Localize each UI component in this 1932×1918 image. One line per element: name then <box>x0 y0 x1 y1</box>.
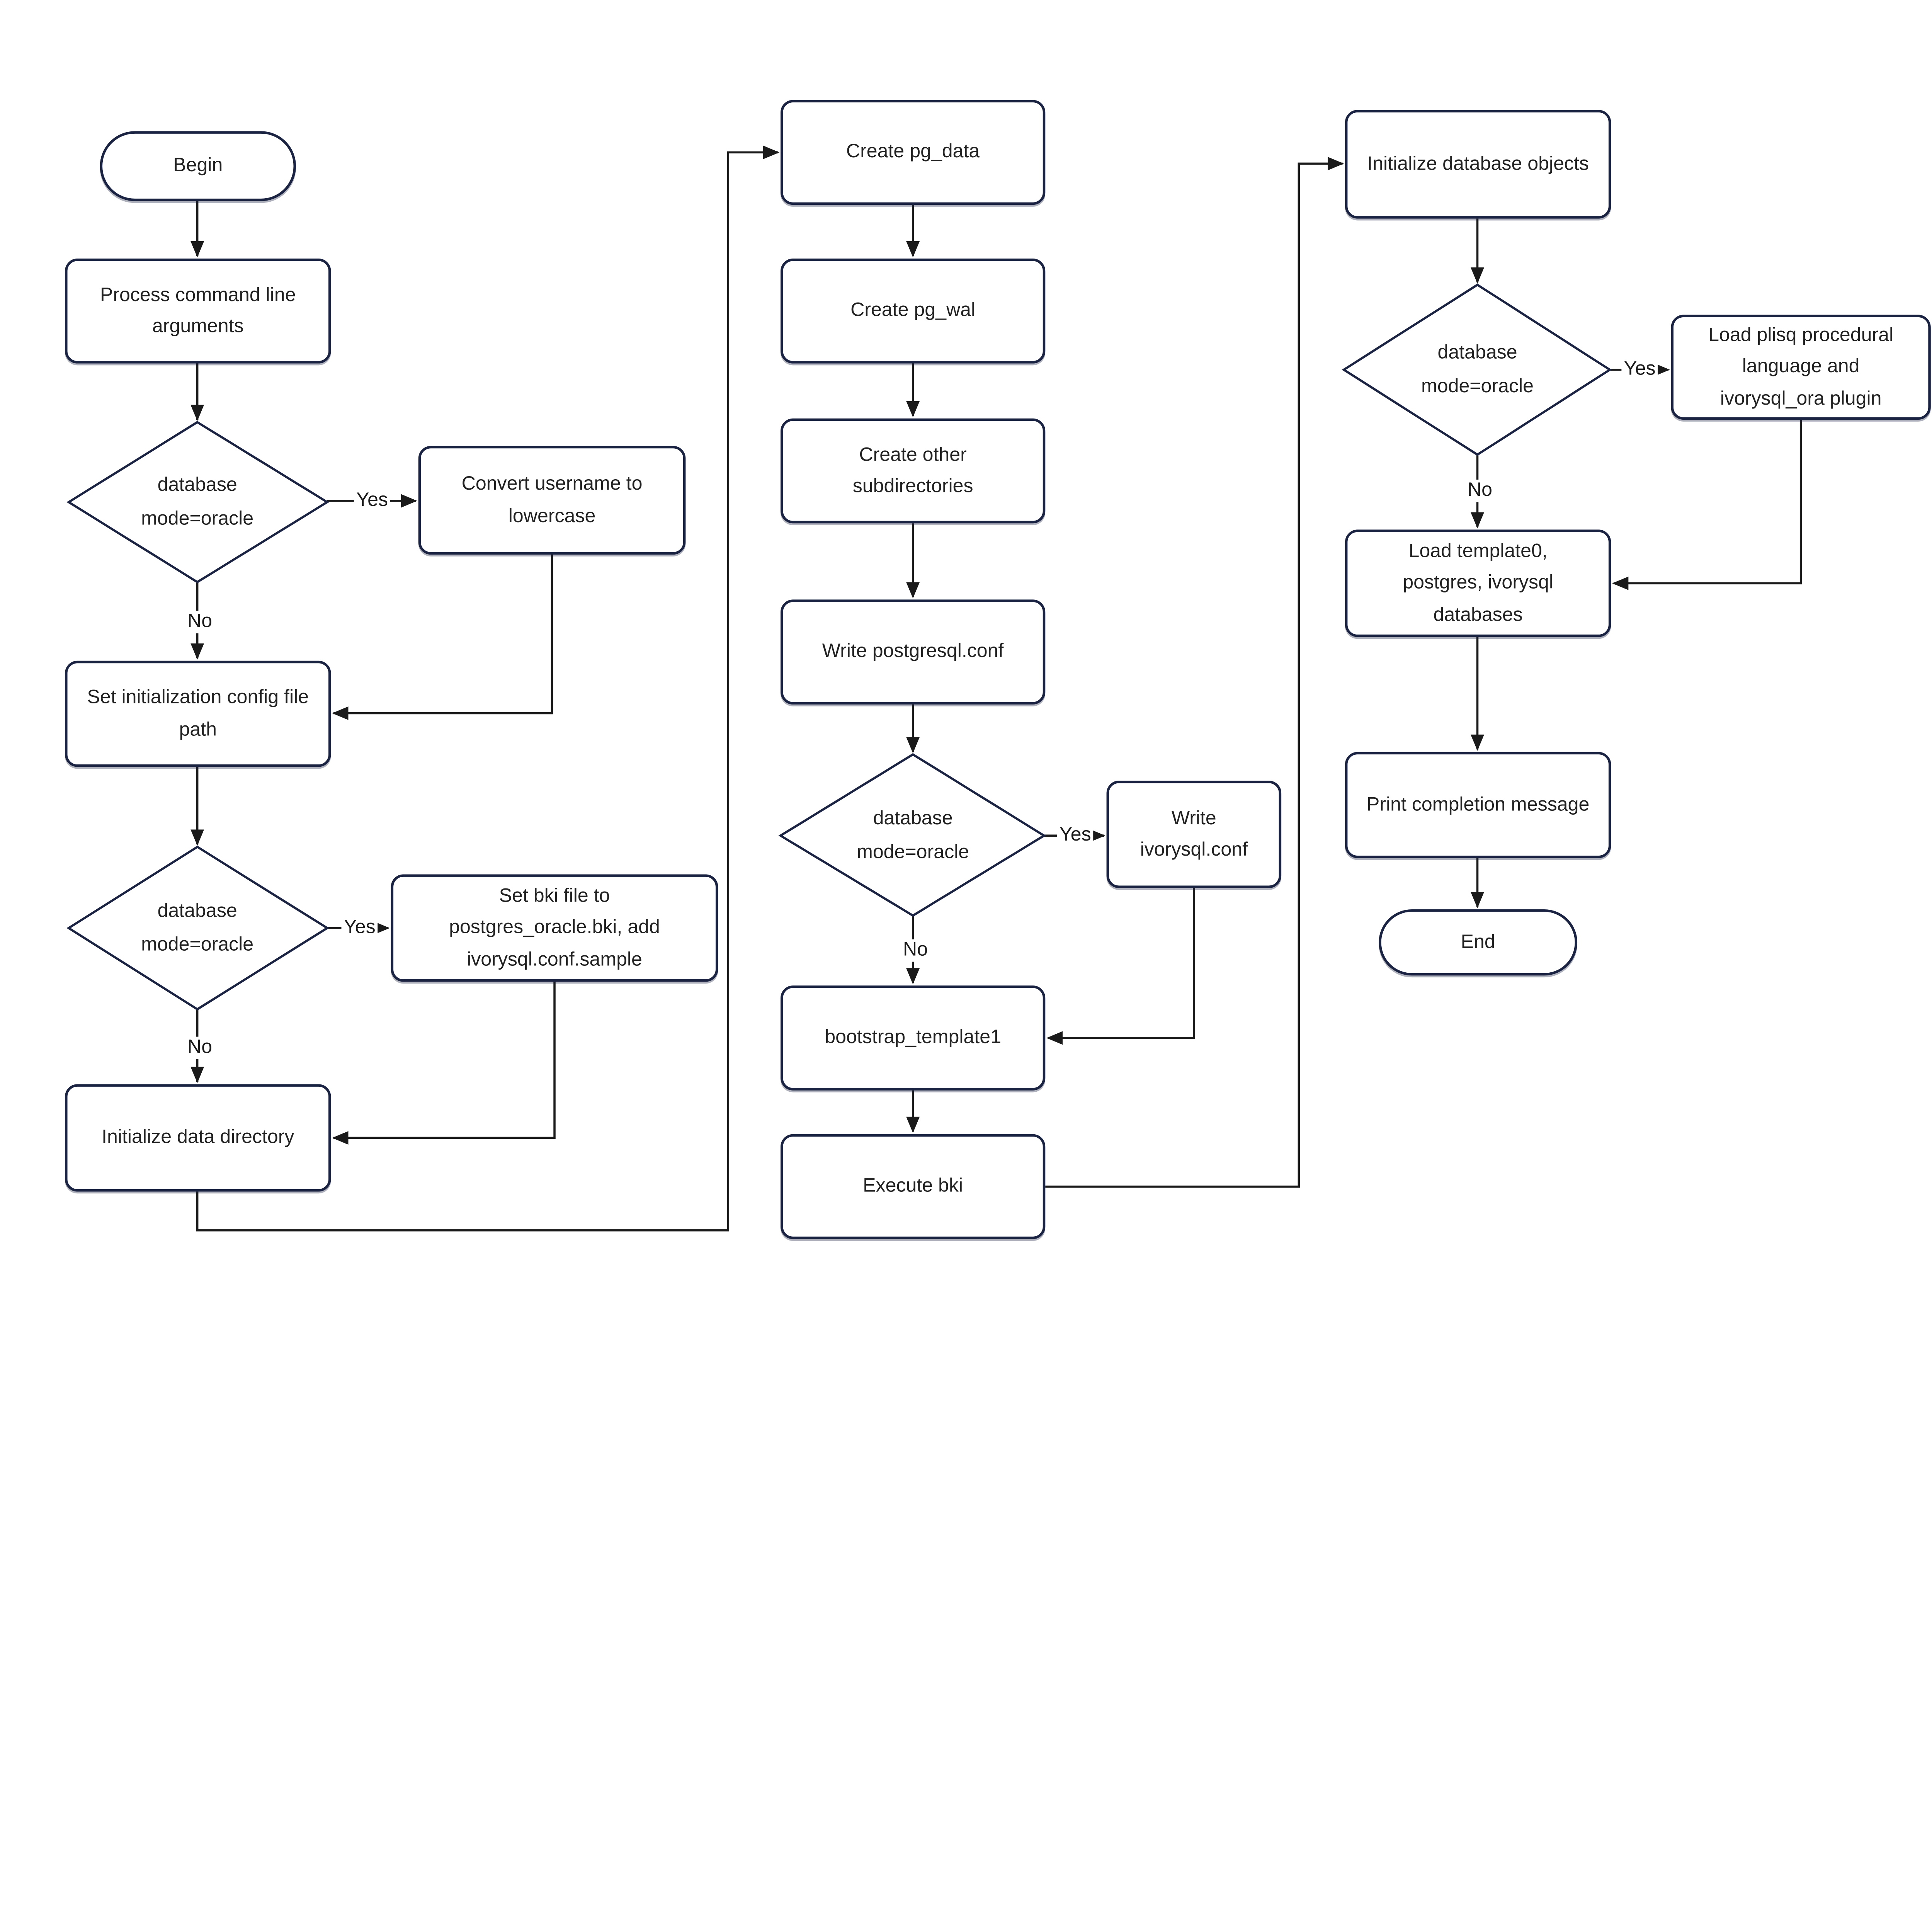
node-init-data-dir: Initialize data directory <box>65 1084 331 1192</box>
node-create-other-subdirs: Create other subdirectories <box>781 418 1046 524</box>
edge-label-decision3-no: No <box>900 939 930 962</box>
node-load-plisq-plugin: Load plisq procedural language and ivory… <box>1671 315 1931 420</box>
node-label: Convert username to lowercase <box>461 474 643 527</box>
flowchart-canvas: Begin Process command line arguments dat… <box>65 100 1931 1239</box>
edge-load-plisq-plugin-to-load-databases <box>1612 419 1802 590</box>
decision-database-mode-3 <box>778 753 1046 917</box>
node-set-init-config: Set initialization config file path <box>65 660 331 767</box>
edge-init-data-dir-to-create-pg-data <box>196 145 780 1232</box>
node-execute-bki: Execute bki <box>781 1134 1046 1239</box>
edge-write-ivorysql-conf-to-bootstrap-template1 <box>1046 888 1195 1045</box>
node-label: Write ivorysql.conf <box>1140 808 1248 861</box>
decision-database-mode-1 <box>66 421 330 584</box>
edge-label-decision3-yes: Yes <box>1057 824 1094 847</box>
decision-database-mode-2 <box>66 845 330 1011</box>
node-create-pg-data: Create pg_data <box>781 100 1046 205</box>
node-end: End <box>1379 909 1578 976</box>
decision-database-mode-4 <box>1342 283 1612 456</box>
node-label: Execute bki <box>863 1176 963 1197</box>
node-label: Print completion message <box>1366 794 1590 816</box>
node-write-postgresql-conf: Write postgresql.conf <box>781 599 1046 705</box>
node-create-pg-wal: Create pg_wal <box>781 259 1046 364</box>
edge-label-decision2-yes: Yes <box>341 917 378 939</box>
edge-label-decision2-no: No <box>185 1036 215 1059</box>
edge-label-decision4-no: No <box>1465 480 1495 502</box>
node-label: Load template0, postgres, ivorysql datab… <box>1403 541 1554 625</box>
node-bootstrap-template1: bootstrap_template1 <box>781 985 1046 1091</box>
node-label: Create pg_wal <box>850 300 976 322</box>
node-print-completion: Print completion message <box>1345 752 1611 858</box>
node-label: Begin <box>173 155 223 177</box>
connector-layer <box>66 145 1802 1232</box>
node-label: Create other subdirectories <box>852 444 973 497</box>
node-label: Set bki file to postgres_oracle.bki, add… <box>449 886 660 970</box>
node-label: Create pg_data <box>846 141 980 163</box>
node-init-db-objects: Initialize database objects <box>1345 110 1611 219</box>
node-label: Initialize data directory <box>102 1127 294 1149</box>
edge-label-decision1-yes: Yes <box>354 489 391 512</box>
node-label: bootstrap_template1 <box>825 1027 1002 1049</box>
node-label: Set initialization config file path <box>87 687 309 740</box>
node-process-args: Process command line arguments <box>65 259 331 364</box>
node-label: Write postgresql.conf <box>822 641 1004 663</box>
node-label: Initialize database objects <box>1367 153 1589 175</box>
node-label: Process command line arguments <box>100 284 296 337</box>
node-label: Load plisq procedural language and ivory… <box>1708 325 1894 409</box>
edge-convert-username-to-set-init-config <box>332 555 553 720</box>
edge-label-decision4-yes: Yes <box>1621 358 1658 381</box>
edge-execute-bki-to-init-db-objects <box>1045 157 1344 1188</box>
edge-label-decision1-no: No <box>185 611 215 633</box>
node-convert-username: Convert username to lowercase <box>418 446 686 555</box>
node-write-ivorysql-conf: Write ivorysql.conf <box>1106 781 1282 888</box>
node-set-bki-file: Set bki file to postgres_oracle.bki, add… <box>391 874 718 982</box>
node-begin: Begin <box>100 131 296 201</box>
edge-set-bki-file-to-init-data-dir <box>332 982 556 1145</box>
node-load-databases: Load template0, postgres, ivorysql datab… <box>1345 529 1611 637</box>
node-label: End <box>1461 931 1495 953</box>
